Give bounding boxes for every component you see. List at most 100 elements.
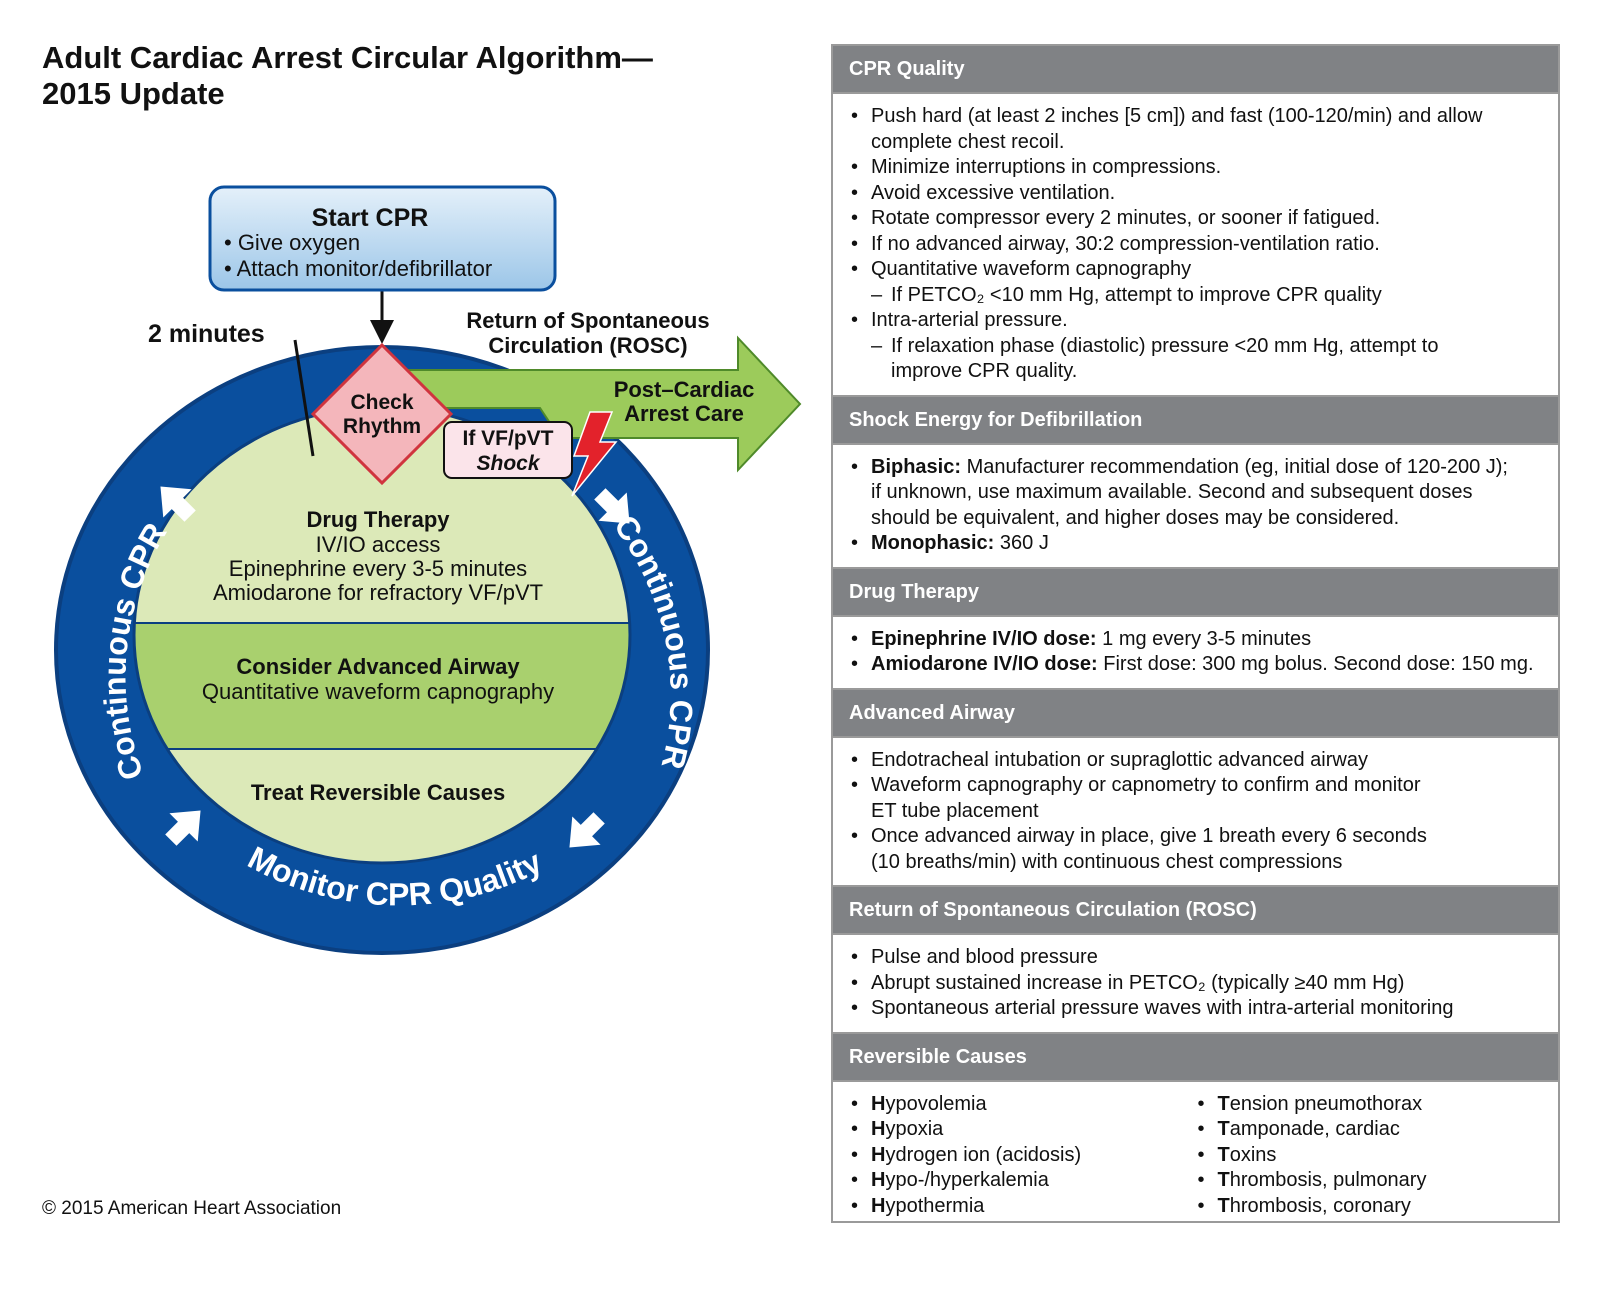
drug-therapy-list: Epinephrine IV/IO dose: 1 mg every 3-5 m… (849, 627, 1542, 678)
list-item: Biphasic: Manufacturer recommendation (e… (849, 455, 1542, 481)
title-line-2: 2015 Update (42, 76, 225, 111)
circular-algorithm-diagram: Start CPR • Give oxygen • Attach monitor… (54, 185, 802, 955)
t-causes-list: Tension pneumothoraxTamponade, cardiacTo… (1196, 1092, 1543, 1220)
list-item: Toxins (1196, 1143, 1543, 1169)
list-item: Abrupt sustained increase in PETCO₂ (typ… (849, 971, 1542, 997)
post-care-line-2: Arrest Care (624, 401, 744, 426)
cpr-quality-list: Push hard (at least 2 inches [5 cm]) and… (849, 104, 1542, 385)
shock-energy-heading: Shock Energy for Defibrillation (833, 396, 1558, 445)
rosc-arrow (366, 335, 802, 473)
list-item: (10 breaths/min) with continuous chest c… (871, 850, 1343, 873)
epinephrine-text: 1 mg every 3-5 minutes (1102, 627, 1312, 650)
airway-line: Quantitative waveform capnography (202, 679, 554, 704)
ring-arrow-upper-left-icon (160, 486, 196, 522)
list-item: complete chest recoil. (871, 130, 1065, 153)
list-item: Intra-arterial pressure. (849, 308, 1542, 334)
drug-therapy-body: Epinephrine IV/IO dose: 1 mg every 3-5 m… (833, 617, 1558, 690)
list-item: Hydrogen ion (acidosis) (849, 1143, 1196, 1169)
monophasic-text: 360 J (999, 532, 1049, 554)
shock-line-1: If VF/pVT (463, 427, 554, 450)
list-item: Monophasic: 360 J (849, 531, 1542, 557)
list-item: If relaxation phase (diastolic) pressure… (849, 334, 1542, 360)
drug-therapy-line-3: Amiodarone for refractory VF/pVT (213, 580, 543, 605)
list-item: Spontaneous arterial pressure waves with… (849, 996, 1542, 1022)
cpr-quality-heading: CPR Quality (833, 46, 1558, 94)
cause-initial: H (871, 1194, 886, 1217)
list-item: Hypoxia (849, 1117, 1196, 1143)
two-minutes-label: 2 minutes (148, 320, 265, 348)
list-item: If PETCO₂ <10 mm Hg, attempt to improve … (849, 283, 1542, 309)
lightning-bolt-icon (571, 411, 618, 497)
start-cpr-box (208, 185, 557, 292)
cause-text: hrombosis, pulmonary (1229, 1169, 1427, 1191)
epinephrine-label: Epinephrine IV/IO dose: (871, 627, 1097, 650)
list-item: Tamponade, cardiac (1196, 1117, 1543, 1143)
reversible-causes-label: Treat Reversible Causes (251, 780, 505, 805)
list-item: Once advanced airway in place, give 1 br… (849, 824, 1542, 850)
list-item: if unknown, use maximum available. Secon… (849, 480, 1542, 506)
amiodarone-text: First dose: 300 mg bolus. Second dose: 1… (1103, 653, 1534, 675)
drug-therapy-heading: Drug Therapy (833, 568, 1558, 617)
rosc-label-line-2: Circulation (ROSC) (488, 333, 687, 358)
cause-text: oxins (1229, 1143, 1277, 1166)
list-item: Endotracheal intubation or supraglottic … (849, 748, 1542, 774)
start-cpr-item-1: • Give oxygen (224, 230, 360, 255)
check-rhythm-diamond (310, 342, 454, 486)
reversible-causes-columns: HypovolemiaHypoxiaHydrogen ion (acidosis… (849, 1092, 1542, 1220)
cause-initial: H (871, 1092, 886, 1115)
ring-arrow-upper-right-icon (594, 488, 630, 524)
cause-initial: T (1217, 1118, 1230, 1140)
advanced-airway-heading: Advanced Airway (833, 689, 1558, 738)
list-item: Waveform capnography or capnometry to co… (849, 773, 1542, 799)
ring-arrow-lower-left-icon (165, 810, 201, 846)
cause-text: ypothermia (885, 1194, 985, 1217)
list-item: Hypo-/hyperkalemia (849, 1168, 1196, 1194)
cause-initial: T (1217, 1194, 1230, 1217)
list-item: Avoid excessive ventilation. (849, 181, 1542, 207)
shock-energy-list: Biphasic: Manufacturer recommendation (e… (849, 455, 1542, 557)
cause-text: ydrogen ion (acidosis) (885, 1143, 1082, 1166)
cause-initial: H (871, 1143, 886, 1166)
shock-line-2: Shock (476, 452, 540, 475)
rosc-list: Pulse and blood pressure Abrupt sustaine… (849, 945, 1542, 1022)
reversible-causes-heading: Reversible Causes (833, 1033, 1558, 1082)
airway-title: Consider Advanced Airway (236, 654, 520, 679)
drug-therapy-line-2: Epinephrine every 3-5 minutes (229, 556, 527, 581)
start-cpr-title: Start CPR (312, 204, 429, 232)
list-item: ET tube placement (871, 799, 1039, 822)
cause-initial: T (1217, 1169, 1230, 1191)
list-item: Tension pneumothorax (1196, 1092, 1543, 1118)
list-item: Rotate compressor every 2 minutes, or so… (849, 206, 1542, 232)
cause-initial: H (871, 1169, 886, 1191)
list-item: Minimize interruptions in compressions. (849, 155, 1542, 181)
list-item: Thrombosis, coronary (1196, 1194, 1543, 1220)
copyright: © 2015 American Heart Association (42, 1198, 342, 1219)
cause-initial: T (1217, 1092, 1230, 1115)
list-item: should be equivalent, and higher doses m… (849, 506, 1542, 532)
reference-panel: CPR Quality Push hard (at least 2 inches… (831, 44, 1560, 1223)
cause-text: amponade, cardiac (1229, 1118, 1400, 1140)
list-item: Push hard (at least 2 inches [5 cm]) and… (849, 104, 1542, 130)
cause-text: ypo-/hyperkalemia (885, 1169, 1049, 1191)
shock-box (443, 421, 573, 479)
cause-text: ypoxia (885, 1118, 944, 1140)
biphasic-cont-2: should be equivalent, and higher doses m… (871, 506, 1400, 529)
ring-arrow-lower-right-icon (569, 812, 605, 848)
cause-text: ension pneumothorax (1229, 1092, 1423, 1115)
connector-arrowhead (370, 320, 394, 344)
cause-text: ypovolemia (885, 1092, 987, 1115)
shock-energy-body: Biphasic: Manufacturer recommendation (e… (833, 445, 1558, 569)
advanced-airway-body: Endotracheal intubation or supraglottic … (833, 738, 1558, 887)
h-causes-list: HypovolemiaHypoxiaHydrogen ion (acidosis… (849, 1092, 1196, 1220)
list-item: Thrombosis, pulmonary (1196, 1168, 1543, 1194)
list-item: Quantitative waveform capnography (849, 257, 1542, 283)
list-item: Hypothermia (849, 1194, 1196, 1220)
reversible-causes-body: HypovolemiaHypoxiaHydrogen ion (acidosis… (833, 1082, 1558, 1230)
rosc-heading: Return of Spontaneous Circulation (ROSC) (833, 887, 1558, 935)
list-item: If no advanced airway, 30:2 compression-… (849, 232, 1542, 258)
rosc-body: Pulse and blood pressure Abrupt sustaine… (833, 935, 1558, 1034)
list-item: Epinephrine IV/IO dose: 1 mg every 3-5 m… (849, 627, 1542, 653)
drug-therapy-line-1: IV/IO access (316, 532, 441, 557)
check-rhythm-line-1: Check (350, 391, 413, 414)
list-item: Pulse and blood pressure (849, 945, 1542, 971)
